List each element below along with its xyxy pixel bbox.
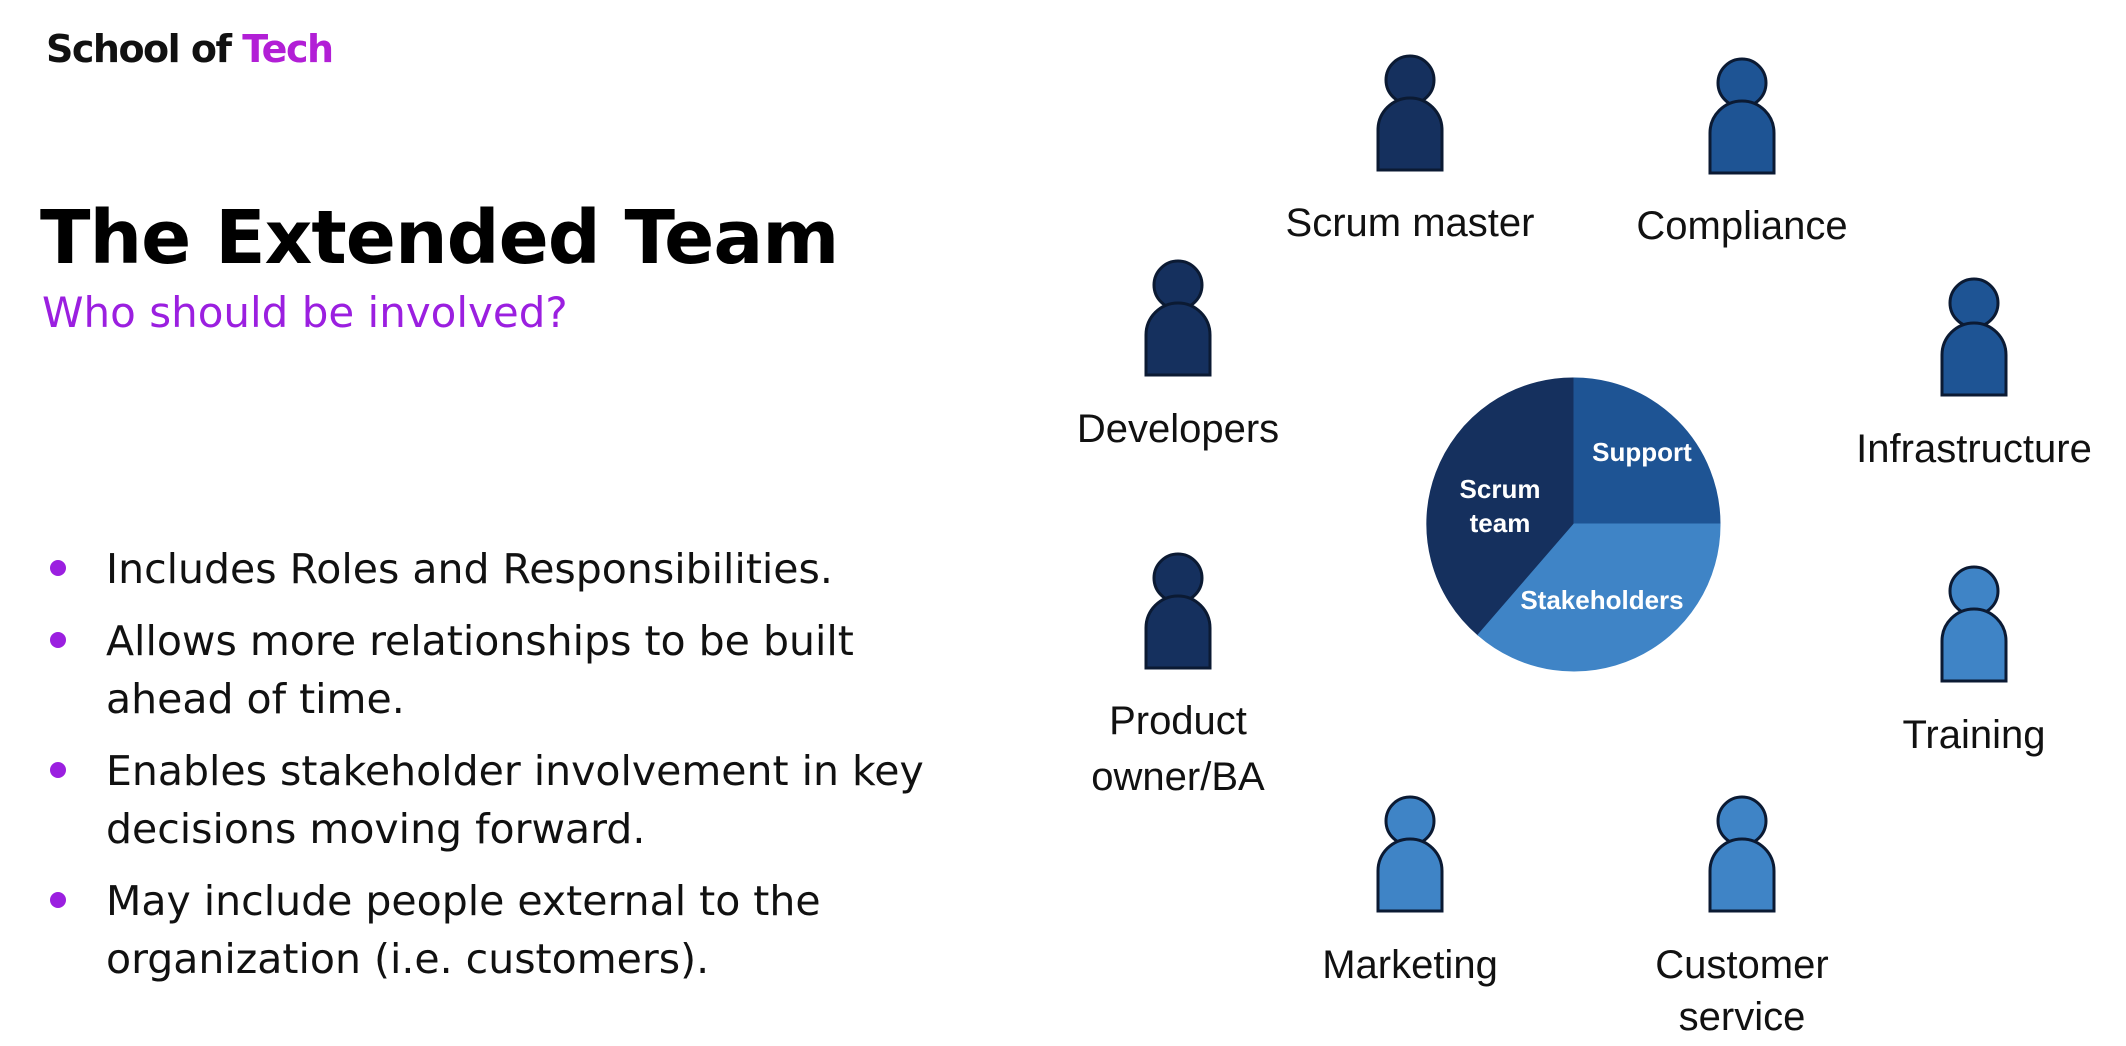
slide-subtitle: Who should be involved?: [42, 288, 568, 337]
role-training: Training: [1902, 565, 2046, 757]
bullet-text-line: May include people external to the: [106, 877, 821, 925]
bullet-text-line: ahead of time.: [106, 675, 405, 723]
pie-label-stakeholders: Stakeholders: [1520, 585, 1683, 615]
pie-slice-scrum-team: [1426, 377, 1575, 636]
logo-text-school-of: School of: [46, 27, 243, 71]
bullet-dot-icon: [50, 560, 66, 576]
role-label: Compliance: [1636, 204, 1847, 248]
role-label: Developers: [1077, 407, 1279, 451]
role-marketing: Marketing: [1322, 795, 1498, 987]
role-developers: Developers: [1077, 259, 1279, 451]
bullet-text-line: Includes Roles and Responsibilities.: [106, 545, 833, 593]
school-of-tech-logo: School of Tech: [46, 27, 334, 71]
pie-slice-stakeholders: [1477, 523, 1721, 672]
person-icon: [1940, 565, 2008, 683]
bullet-item: Includes Roles and Responsibilities.: [40, 540, 990, 598]
person-icon: [1940, 277, 2008, 397]
bullet-text-line: Allows more relationships to be built: [106, 617, 854, 665]
team-pie-chart: Scrum team Support Stakeholders: [1426, 377, 1721, 672]
pie-label-scrum-team: Scrum: [1460, 474, 1541, 504]
logo-text-tech: Tech: [242, 27, 334, 71]
bullet-item: Allows more relationships to be built ah…: [40, 612, 990, 728]
role-customer-service: Customer service: [1655, 795, 1829, 1039]
pie-slice-support: [1573, 377, 1721, 525]
role-label: Training: [1902, 713, 2045, 757]
person-icon: [1376, 54, 1444, 172]
person-icon: [1144, 552, 1212, 670]
bullet-dot-icon: [50, 762, 66, 778]
slide-title: The Extended Team: [40, 195, 839, 281]
role-label: Scrum master: [1286, 201, 1535, 245]
pie-label-support: Support: [1592, 437, 1692, 467]
bullet-text-line: organization (i.e. customers).: [106, 935, 710, 983]
role-label: Product: [1109, 699, 1247, 743]
person-icon: [1708, 57, 1776, 175]
role-label: Infrastructure: [1856, 427, 2092, 471]
role-label: service: [1679, 995, 1806, 1039]
role-label: Customer: [1655, 943, 1828, 987]
bullet-item: May include people external to the organ…: [40, 872, 990, 988]
bullet-dot-icon: [50, 632, 66, 648]
role-scrum-master: Scrum master: [1286, 54, 1535, 245]
bullet-list: Includes Roles and Responsibilities. All…: [40, 540, 990, 1002]
pie-label-scrum-team: team: [1470, 508, 1531, 538]
role-product-owner: Product owner/BA: [1091, 552, 1265, 799]
bullet-dot-icon: [50, 892, 66, 908]
bullet-item: Enables stakeholder involvement in key d…: [40, 742, 990, 858]
person-icon: [1376, 795, 1444, 913]
role-compliance: Compliance: [1636, 57, 1848, 248]
bullet-text-line: decisions moving forward.: [106, 805, 646, 853]
bullet-text-line: Enables stakeholder involvement in key: [106, 747, 924, 795]
person-icon: [1144, 259, 1212, 377]
role-label: Marketing: [1322, 943, 1498, 987]
person-icon: [1708, 795, 1776, 913]
role-label: owner/BA: [1091, 755, 1265, 799]
role-infrastructure: Infrastructure: [1856, 277, 2092, 471]
